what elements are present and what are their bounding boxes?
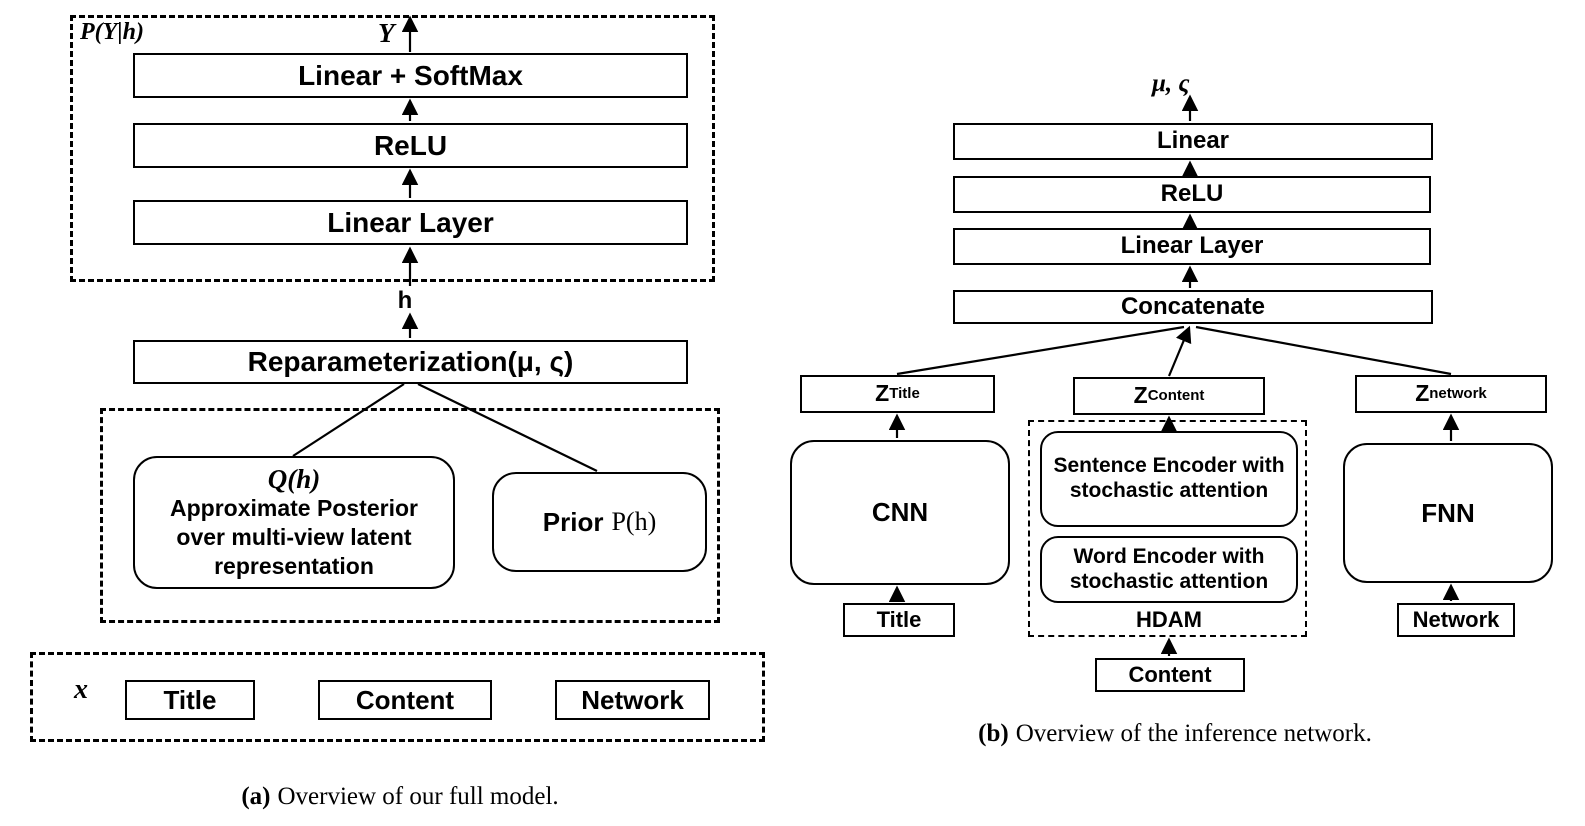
cnn-encoder-box: CNN [790,440,1010,585]
layer-box-linear-layer-a: Linear Layer [133,200,688,245]
q-h-label: Q(h) [267,463,321,494]
input-box-network-a: Network [555,680,710,720]
layer-box-linear-softmax: Linear + SoftMax [133,53,688,98]
prior-math-label: P(h) [611,506,657,536]
approximate-posterior-text: Approximate Posterior over multi-view la… [170,495,418,579]
z-content-sub: Content [1147,387,1205,405]
hdam-label: HDAM [1136,607,1202,632]
approximate-posterior-box: Q(h) Approximate Posterior over multi-vi… [133,456,455,589]
inputs-dashed-box [30,652,765,742]
decoder-dashed-box [70,15,715,282]
caption-a-text: Overview of our full model. [277,783,559,810]
word-encoder-box: Word Encoder with stochastic attention [1040,536,1298,603]
latent-h-label: h [397,287,413,314]
layer-box-linear-b: Linear [953,123,1433,160]
layer-box-linear-layer-b: Linear Layer [953,228,1431,265]
layer-box-concatenate: Concatenate [953,290,1433,324]
caption-a: (a)Overview of our full model. [120,783,680,811]
fnn-encoder-box: FNN [1343,443,1553,583]
output-y-label: Y [378,18,395,48]
z-title-sub: Title [889,385,920,403]
decoder-distribution-label: P(Y|h) [80,19,144,45]
input-box-content-b: Content [1095,658,1245,692]
sentence-encoder-box: Sentence Encoder with stochastic attenti… [1040,431,1298,527]
mu-sigma-label: μ, ς [1152,70,1190,97]
inference-dashed-box [100,408,720,623]
input-x-label: x [74,674,88,705]
caption-b-text: Overview of the inference network. [1015,720,1372,747]
input-box-network-b: Network [1397,603,1515,637]
input-box-content-a: Content [318,680,492,720]
input-box-title-a: Title [125,680,255,720]
z-network-base: Z [1415,380,1430,407]
input-box-title-b: Title [843,603,955,637]
layer-box-relu-a: ReLU [133,123,688,168]
prior-word: Prior [542,506,604,537]
layer-box-relu-b: ReLU [953,176,1431,213]
caption-a-tag: (a) [241,783,271,810]
reparameterization-box: Reparameterization(μ, ς) [133,340,688,384]
caption-b-tag: (b) [978,720,1009,747]
z-network-sub: network [1429,385,1487,403]
prior-box: Prior P(h) [492,472,707,572]
caption-b: (b)Overview of the inference network. [940,720,1410,748]
z-content-base: Z [1133,382,1148,409]
hdam-dashed-box [1028,420,1307,637]
z-title-base: Z [875,380,890,407]
